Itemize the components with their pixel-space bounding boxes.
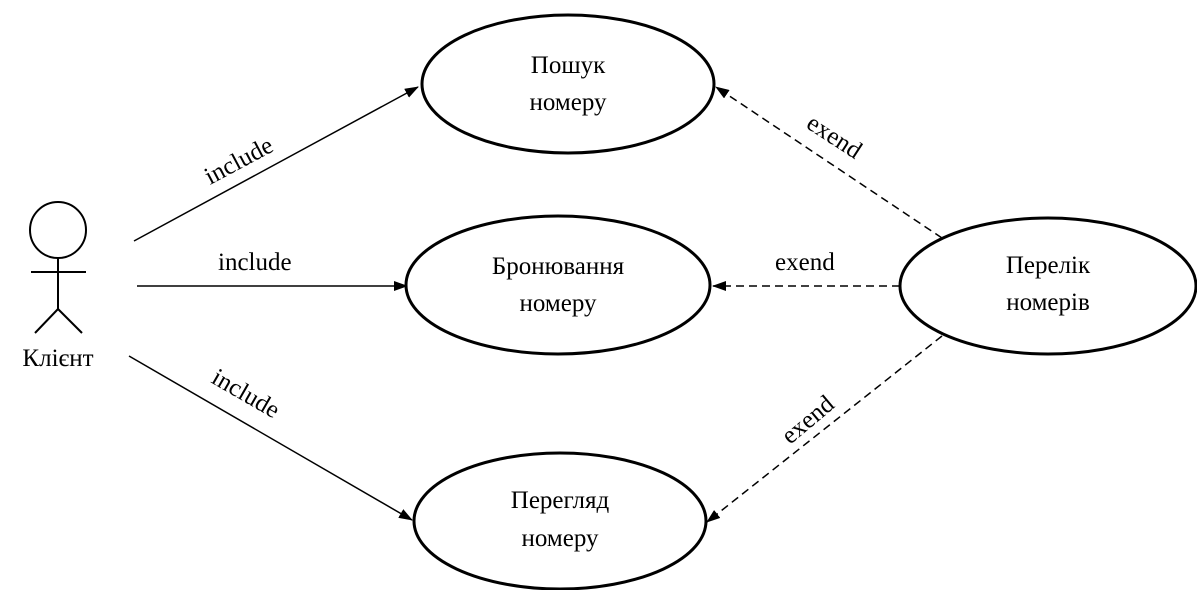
use-case-search-line2: номеру — [530, 89, 607, 116]
actor-label: Клієнт — [22, 345, 93, 372]
use-case-booking: Бронювання номеру — [404, 214, 712, 356]
use-case-view-line1: Перегляд — [511, 487, 610, 514]
extend-relation-view: exend — [706, 335, 943, 523]
use-case-list: Перелік номерів — [898, 216, 1197, 356]
extend-search-label: exend — [802, 109, 867, 164]
use-case-booking-line1: Бронювання — [492, 253, 625, 280]
use-case-search-ellipse — [420, 13, 716, 155]
use-case-booking-ellipse — [404, 214, 712, 356]
extend-booking-label: exend — [775, 249, 835, 276]
extend-search-line — [715, 86, 943, 239]
include-relation-booking: include — [137, 249, 408, 291]
include-booking-label: include — [218, 249, 292, 276]
include-view-line — [128, 355, 413, 521]
extend-relation-search: exend — [715, 86, 943, 239]
use-case-view: Перегляд номеру — [412, 451, 708, 590]
use-case-list-line2: номерів — [1006, 289, 1090, 316]
include-search-label: include — [200, 132, 278, 190]
extend-relation-booking: exend — [712, 249, 900, 291]
extend-view-line — [706, 335, 943, 523]
use-case-view-line2: номеру — [522, 525, 599, 552]
actor-head — [29, 201, 87, 259]
use-case-list-line1: Перелік — [1006, 252, 1091, 279]
actor-right-leg — [57, 308, 83, 334]
use-case-list-ellipse — [898, 216, 1197, 356]
extend-view-label: exend — [777, 390, 840, 449]
include-relation-search: include — [133, 86, 419, 242]
include-view-label: include — [207, 364, 284, 424]
actor-client: Клієнт — [22, 201, 94, 372]
use-case-view-ellipse — [412, 451, 708, 590]
include-search-line — [133, 86, 419, 242]
use-case-search: Пошук номеру — [420, 13, 716, 155]
include-relation-view: include — [128, 355, 413, 521]
use-case-search-line1: Пошук — [531, 52, 606, 79]
actor-left-leg — [34, 308, 59, 334]
use-case-booking-line2: номеру — [520, 290, 597, 317]
